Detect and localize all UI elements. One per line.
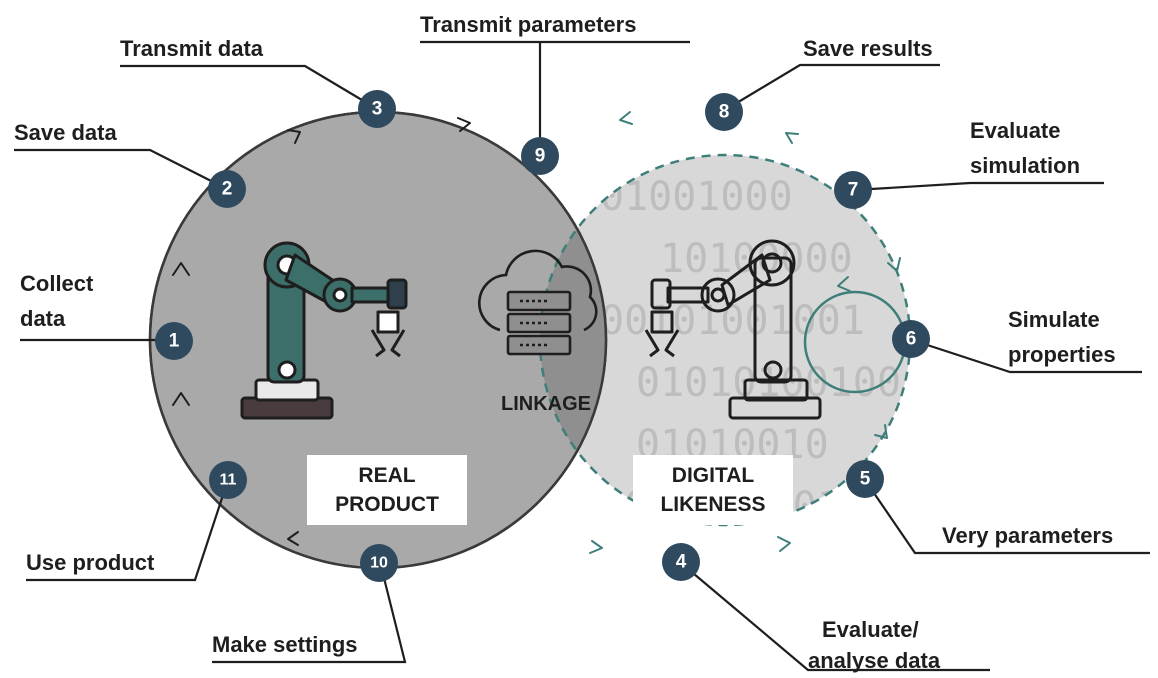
leader-8 [724,63,940,111]
leader-10 [212,561,407,664]
label-evaluate-analyse-2: analyse data [808,648,941,673]
linkage-label: LINKAGE [501,393,591,415]
svg-text:10: 10 [370,555,388,572]
step-node-6: 6 [892,320,930,358]
step-node-9: 9 [521,137,559,175]
svg-text:7: 7 [848,180,859,201]
label-collect-data-1: Collect [20,271,94,296]
cloud-server-icon [478,249,598,356]
left-flow-arrows [172,117,471,546]
step-node-3: 3 [358,90,396,128]
digital-likeness-line1: DIGITAL [672,464,755,487]
digital-likeness-line2: LIKENESS [660,493,765,516]
label-simulate-properties-2: properties [1008,342,1116,367]
leader-5 [864,479,1150,555]
svg-text:4: 4 [676,552,687,573]
label-save-data: Save data [14,120,117,145]
loop-arrow [837,276,851,292]
leader-9 [420,40,690,154]
leader-lines [14,40,1150,672]
label-evaluate-analyse-1: Evaluate/ [822,617,919,642]
label-evaluate-simulation-2: simulation [970,153,1080,178]
step-node-10: 10 [360,544,398,582]
svg-text:6: 6 [906,329,917,350]
leader-6 [911,338,1142,374]
digital-circle [540,155,910,525]
right-flow-arrows [589,111,901,554]
step-node-8: 8 [705,93,743,131]
step-node-11: 11 [209,461,247,499]
digital-likeness-box [633,455,793,525]
svg-text:8: 8 [719,102,730,123]
svg-text:5: 5 [860,469,871,490]
label-make-settings: Make settings [212,632,358,657]
leader-7 [854,181,1104,192]
real-product-line2: PRODUCT [335,493,439,516]
binary-line-2: 01001000 [600,174,793,220]
real-product-box [307,455,467,525]
svg-text:9: 9 [535,146,546,167]
svg-text:1: 1 [169,331,180,352]
step-node-4: 4 [662,543,700,581]
label-evaluate-simulation-1: Evaluate [970,118,1061,143]
binary-line-4: 00101001001 [600,298,865,344]
leader-2 [14,148,226,189]
digital-robot-arm-icon [644,239,822,420]
leader-3 [120,64,373,107]
step-node-7: 7 [834,171,872,209]
label-use-product: Use product [26,550,155,575]
label-transmit-data: Transmit data [120,36,264,61]
label-collect-data-2: data [20,306,66,331]
real-product-line1: REAL [358,464,415,487]
real-robot-arm-icon [240,241,408,420]
step-node-5: 5 [846,460,884,498]
label-very-parameters: Very parameters [942,523,1113,548]
leader-4 [680,562,990,672]
step-node-2: 2 [208,170,246,208]
step-node-1: 1 [155,322,193,360]
label-transmit-parameters: Transmit parameters [420,12,636,37]
leader-11 [26,479,230,582]
label-simulate-properties-1: Simulate [1008,307,1100,332]
label-save-results: Save results [803,36,933,61]
svg-text:11: 11 [220,472,237,489]
svg-text:2: 2 [222,179,233,200]
svg-text:3: 3 [372,99,383,120]
binary-line-1: 01 [648,112,696,158]
